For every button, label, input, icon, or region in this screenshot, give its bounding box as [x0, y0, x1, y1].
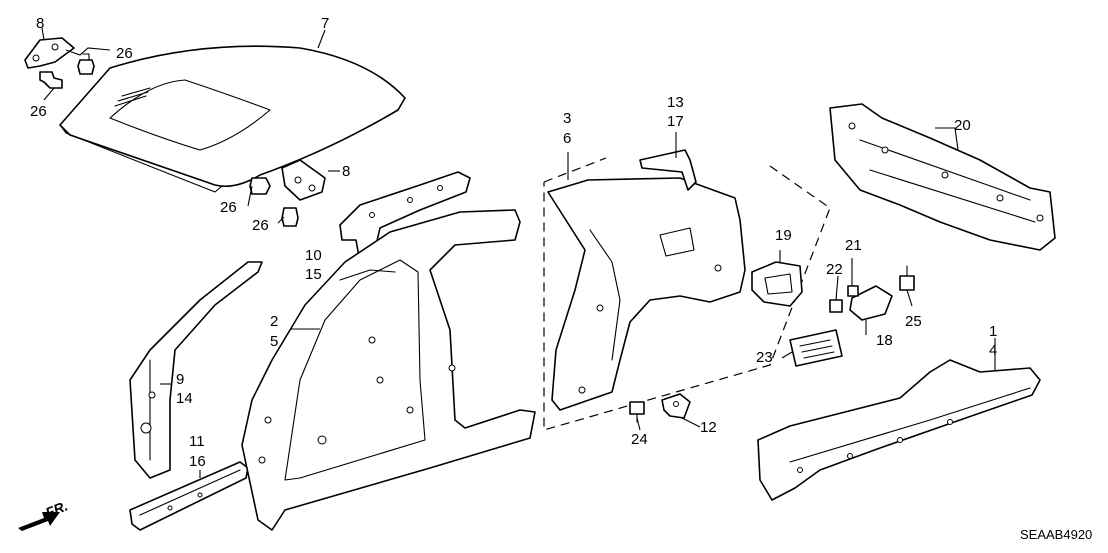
- diagram-code: SEAAB4920: [1020, 527, 1092, 542]
- roof-bracket-rear[interactable]: [281, 159, 326, 201]
- callout-16: 16: [189, 453, 206, 470]
- front-label: FR.: [43, 497, 70, 520]
- clip-22[interactable]: [829, 299, 843, 313]
- callout-17: 17: [667, 113, 684, 130]
- front-direction-arrow: FR.: [18, 497, 70, 531]
- front-sill-extension[interactable]: [129, 461, 249, 531]
- group-outline: [543, 157, 831, 431]
- callout-1: 1: [989, 323, 997, 340]
- callout-26-lower: 26: [252, 217, 269, 234]
- callout-22: 22: [826, 261, 843, 278]
- callout-8-rear: 8: [342, 163, 350, 180]
- roof-rail[interactable]: [339, 171, 471, 263]
- callout-14: 14: [176, 390, 193, 407]
- clip-26a[interactable]: [39, 71, 63, 89]
- callout-10: 10: [305, 247, 322, 264]
- callout-2: 2: [270, 313, 278, 330]
- callout-18: 18: [876, 332, 893, 349]
- roof-bracket-front[interactable]: [24, 37, 75, 69]
- rear-quarter-panel[interactable]: [547, 177, 746, 411]
- leader-lines: [41, 27, 996, 478]
- fuel-lid-bracket[interactable]: [639, 149, 697, 191]
- callout-labels: 7 8 26 26 8 26 26 10 15 2 5 9 14 11 16 3…: [30, 15, 997, 470]
- callout-12: 12: [700, 419, 717, 436]
- bracket-12[interactable]: [661, 393, 691, 419]
- callout-20: 20: [954, 117, 971, 134]
- clip-26d[interactable]: [281, 207, 299, 227]
- callout-11: 11: [189, 433, 205, 450]
- bolt-25[interactable]: [899, 265, 915, 291]
- callout-26-top: 26: [116, 45, 133, 62]
- callout-19: 19: [775, 227, 792, 244]
- fuel-lid-18[interactable]: [849, 285, 893, 321]
- callout-8-front: 8: [36, 15, 44, 32]
- outer-side-panel[interactable]: [241, 209, 536, 531]
- callout-21: 21: [845, 237, 862, 254]
- clip-26c[interactable]: [249, 177, 271, 195]
- clip-21[interactable]: [847, 285, 859, 297]
- clip-26b[interactable]: [77, 53, 95, 75]
- side-sill-panel[interactable]: [757, 359, 1041, 501]
- callout-23: 23: [756, 349, 773, 366]
- callout-26-mid: 26: [220, 199, 237, 216]
- callout-9: 9: [176, 371, 184, 388]
- callout-4: 4: [989, 342, 997, 359]
- callout-7: 7: [321, 15, 329, 32]
- vent-23[interactable]: [789, 329, 843, 367]
- front-pillar[interactable]: [129, 261, 263, 479]
- grommet-19[interactable]: [751, 261, 803, 307]
- callout-15: 15: [305, 266, 322, 283]
- callout-26-left: 26: [30, 103, 47, 120]
- callout-25: 25: [905, 313, 922, 330]
- callout-6: 6: [563, 130, 571, 147]
- callout-5: 5: [270, 333, 278, 350]
- roof-panel[interactable]: [59, 45, 406, 193]
- callout-24: 24: [631, 431, 648, 448]
- callout-3: 3: [563, 110, 571, 127]
- callout-13: 13: [667, 94, 684, 111]
- rear-panel[interactable]: [829, 103, 1056, 251]
